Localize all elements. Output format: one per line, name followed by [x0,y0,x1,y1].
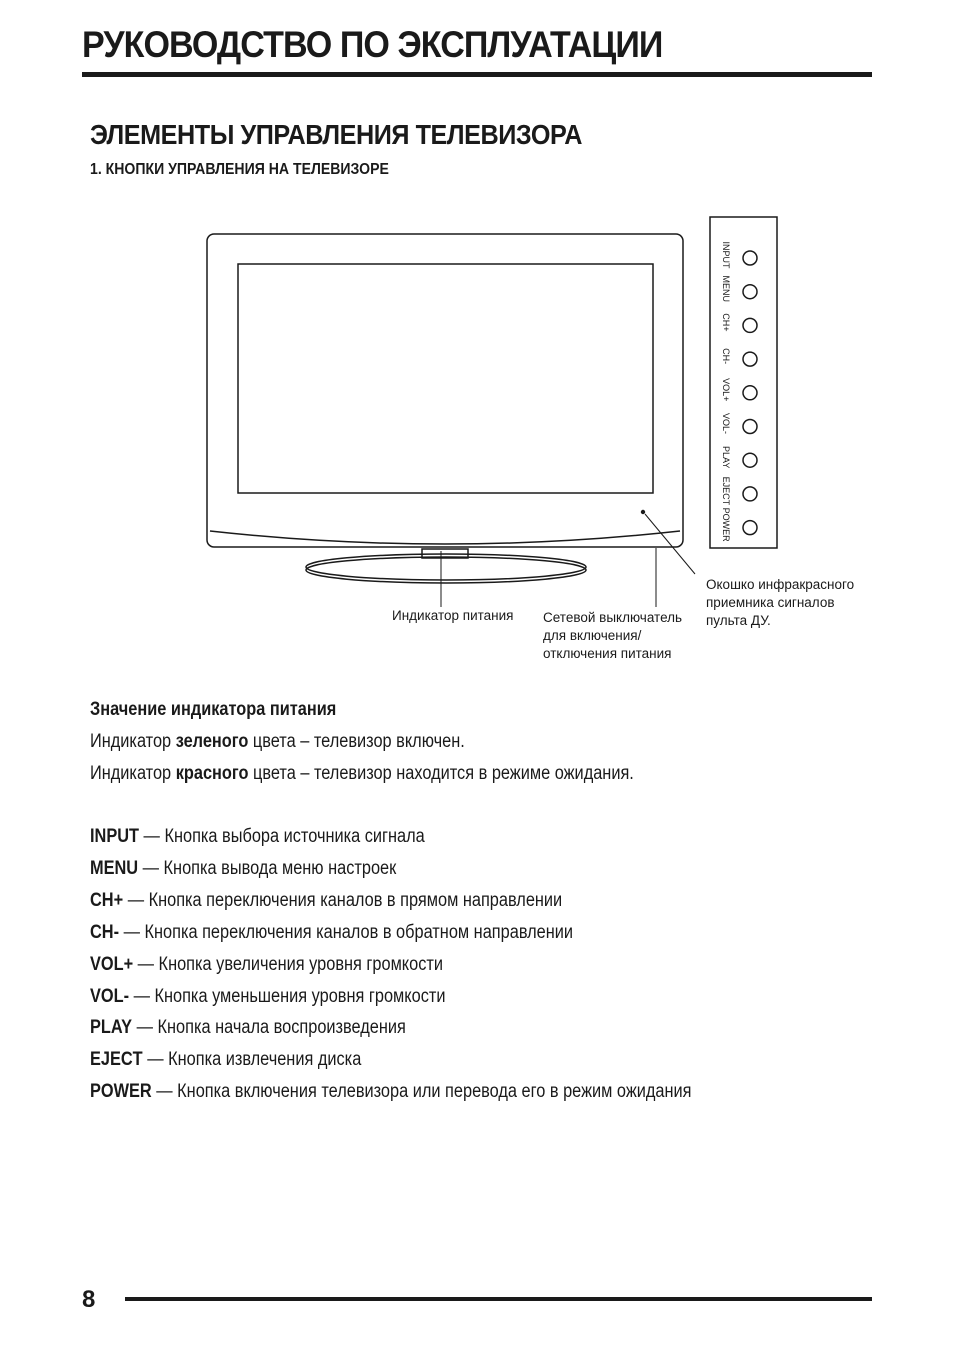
panel-label: CH- [721,348,731,364]
panel-label: PLAY [721,446,731,468]
tv-stand-base-edge [305,556,587,584]
button-desc: — Кнопка извлечения диска [142,1049,362,1071]
button-description-item: VOL+ — Кнопка увеличения уровня громкост… [90,954,443,976]
button-key: VOL- [90,985,130,1007]
button-key: VOL+ [90,953,134,975]
button-desc: — Кнопка увеличения уровня громкости [133,953,444,975]
panel-button-vol-minus[interactable] [742,418,758,435]
panel-button-play[interactable] [742,452,758,468]
callout-ir-window-label: Окошко инфракрасного приемника сигналов … [706,577,855,628]
panel-label: POWER [721,508,731,543]
button-key: PLAY [90,1017,133,1039]
button-description-item: MENU — Кнопка вывода меню настроек [90,858,396,880]
button-description-item: CH- — Кнопка переключения каналов в обра… [90,922,573,944]
button-key: CH+ [90,889,124,911]
power-indicator-led [640,509,646,515]
subsection-title: 1. КНОПКИ УПРАВЛЕНИЯ НА ТЕЛЕВИЗОРЕ [90,161,389,178]
panel-button-power[interactable] [742,519,758,536]
tv-screen [237,263,654,494]
title-divider [82,72,872,77]
side-control-panel [709,216,778,549]
button-desc: — Кнопка начала воспроизведения [132,1017,406,1039]
panel-label: VOL- [721,413,731,434]
panel-button-vol-plus[interactable] [742,385,758,401]
button-desc: — Кнопка переключения каналов в обратном… [119,921,574,943]
button-description-item: EJECT — Кнопка извлечения диска [90,1049,361,1071]
button-description-item: POWER — Кнопка включения телевизора или … [90,1081,692,1103]
panel-label: CH+ [721,313,731,331]
button-key: CH- [90,921,120,943]
tv-diagram: INPUT MENU CH+ CH- VOL+ VOL- PLAY EJECT POWER [206,216,778,607]
tv-body [206,233,684,548]
button-description-item: VOL- — Кнопка уменьшения уровня громкост… [90,986,445,1008]
panel-button-menu[interactable] [742,283,758,300]
section-title: ЭЛЕМЕНТЫ УПРАВЛЕНИЯ ТЕЛЕВИЗОРА [90,119,582,150]
tv-bezel-curve [209,530,681,545]
button-desc: — Кнопка переключения каналов в прямом н… [123,889,563,911]
button-desc: — Кнопка вывода меню настроек [138,857,397,879]
panel-label: EJECT [721,477,731,506]
page-number: 8 [82,1286,96,1313]
button-description-item: CH+ — Кнопка переключения каналов в прям… [90,890,562,912]
button-description-item: INPUT — Кнопка выбора источника сигнала [90,826,425,848]
panel-label: INPUT [721,242,731,270]
panel-button-ch-minus[interactable] [742,351,758,367]
panel-button-eject[interactable] [742,486,758,502]
button-desc: — Кнопка выбора источника сигнала [139,826,425,847]
indicator-red-line: Индикатор красного цвета – телевизор нах… [90,763,634,784]
callout-indicator-label: Индикатор питания [392,608,514,623]
indicator-green-line: Индикатор зеленого цвета – телевизор вкл… [90,731,465,752]
panel-label: VOL+ [721,378,731,401]
tv-stand-base [305,553,587,581]
button-key: MENU [90,857,139,879]
button-key: INPUT [90,826,140,847]
green-word: зеленого [175,731,249,752]
button-key: EJECT [90,1049,143,1071]
panel-button-ch-plus[interactable] [742,317,758,334]
button-key: POWER [90,1081,152,1103]
button-description-item: PLAY — Кнопка начала воспроизведения [90,1017,406,1039]
callout-line-ir [644,513,696,575]
button-desc: — Кнопка уменьшения уровня громкости [129,985,446,1007]
page-title: РУКОВОДСТВО ПО ЭКСПЛУАТАЦИИ [82,24,663,65]
panel-label: MENU [721,275,731,302]
callout-switch-label: Сетевой выключатель для включения/ отклю… [543,610,683,661]
panel-button-input[interactable] [742,250,758,266]
button-desc: — Кнопка включения телевизора или перево… [151,1081,692,1103]
footer-divider [125,1297,872,1301]
indicator-meaning-heading: Значение индикатора питания [90,699,337,720]
red-word: красного [175,763,249,784]
